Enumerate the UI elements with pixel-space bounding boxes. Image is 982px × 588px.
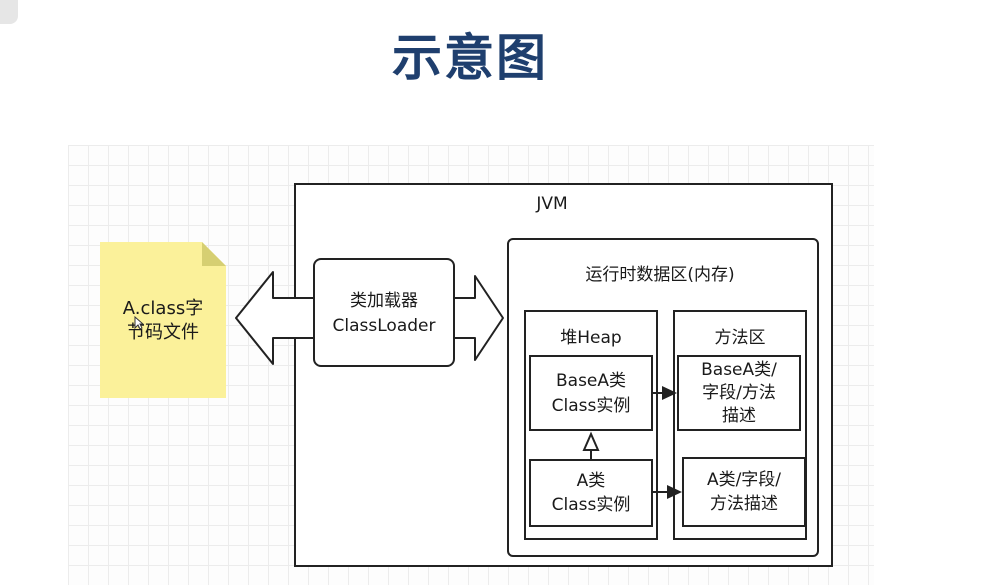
basea-to-descriptor-arrowhead xyxy=(662,386,677,400)
basea-class-instance-line2: Class实例 xyxy=(551,396,631,416)
method-area-label: 方法区 xyxy=(714,328,766,348)
file-note-line2: 节码文件 xyxy=(127,322,199,343)
classloader-line2: ClassLoader xyxy=(332,316,436,336)
left-block-arrow xyxy=(235,271,317,365)
a-class-instance-line1: A类 xyxy=(576,471,606,491)
a-descriptor-box xyxy=(682,457,806,527)
file-note-shape xyxy=(100,242,226,398)
file-note-fold xyxy=(202,242,226,266)
classloader-line1: 类加载器 xyxy=(350,291,418,311)
jvm-label: JVM xyxy=(536,194,568,214)
a-descriptor-line2: 方法描述 xyxy=(710,494,778,514)
window-corner-tab xyxy=(0,0,18,24)
heap-label: 堆Heap xyxy=(560,328,622,348)
basea-class-instance-box xyxy=(529,355,653,431)
runtime-data-area-label: 运行时数据区(内存) xyxy=(585,265,735,285)
basea-class-instance-line1: BaseA类 xyxy=(555,371,627,391)
basea-descriptor-line1: BaseA类/ xyxy=(701,360,777,380)
file-note-line1: A.class字 xyxy=(122,298,204,319)
a-class-instance-box xyxy=(529,459,653,527)
inherit-arrowhead xyxy=(582,431,600,451)
basea-descriptor-box xyxy=(677,355,801,431)
classloader-box xyxy=(313,258,455,367)
basea-descriptor-line3: 描述 xyxy=(722,406,756,426)
a-descriptor-line1: A类/字段/ xyxy=(706,470,782,490)
page-title: 示意图 xyxy=(392,29,548,87)
mouse-cursor-icon xyxy=(134,316,144,330)
a-class-instance-line2: Class实例 xyxy=(551,495,631,515)
basea-descriptor-line2: 字段/方法 xyxy=(702,383,776,403)
a-to-descriptor-arrowhead xyxy=(667,485,682,499)
